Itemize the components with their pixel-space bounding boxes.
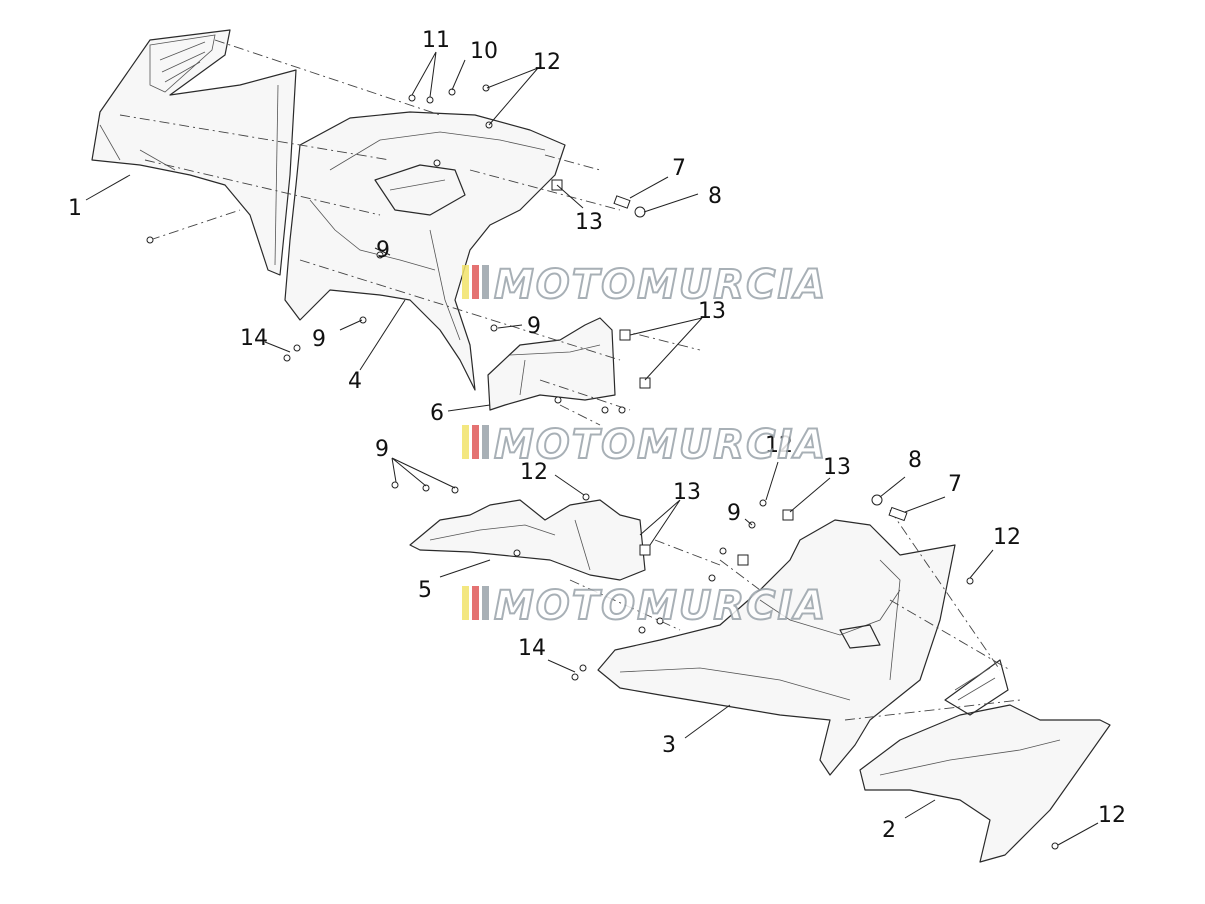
watermark-stripe-grey (482, 586, 489, 620)
callout-6: 6 (430, 401, 444, 426)
callout-12-b: 12 (520, 460, 548, 485)
callout-7-upper: 7 (672, 156, 686, 181)
watermark-stripe-grey (482, 265, 489, 299)
assembly-centre-lines (119, 39, 1021, 721)
callout-2: 2 (882, 818, 896, 843)
callout-9-b: 9 (312, 327, 326, 352)
callout-4: 4 (348, 369, 362, 394)
callout-9-d: 9 (375, 437, 389, 462)
watermark-stripe-yellow (462, 265, 469, 299)
callout-5: 5 (418, 578, 432, 603)
callout-12-d: 12 (993, 525, 1021, 550)
watermark-1: MOTOMURCIA (462, 261, 827, 309)
callout-12-e: 12 (1098, 803, 1126, 828)
watermark-stripe-red (472, 586, 479, 620)
callout-9-a: 9 (376, 238, 390, 263)
callout-7-lower: 7 (948, 472, 962, 497)
watermark-2: MOTOMURCIA (462, 421, 827, 469)
callout-13-c: 13 (823, 455, 851, 480)
leader-lines (85, 51, 1099, 846)
callout-11: 11 (422, 28, 450, 53)
part-6-inner-panel (487, 317, 616, 411)
callout-13-b: 13 (698, 299, 726, 324)
callout-1: 1 (68, 196, 82, 221)
watermark-stripe-yellow (462, 425, 469, 459)
watermark-text: MOTOMURCIA (494, 583, 827, 629)
callout-14-a: 14 (240, 326, 268, 351)
callout-12-a: 12 (533, 50, 561, 75)
callout-8-upper: 8 (708, 184, 722, 209)
callout-8-lower: 8 (908, 448, 922, 473)
watermark-text: MOTOMURCIA (494, 422, 827, 468)
callout-13-d: 13 (673, 480, 701, 505)
part-2-side-panel (859, 659, 1111, 863)
callout-10: 10 (470, 39, 498, 64)
watermark-stripe-red (472, 425, 479, 459)
watermark-3: MOTOMURCIA (462, 582, 827, 630)
watermark-text: MOTOMURCIA (494, 262, 827, 308)
watermark-stripe-grey (482, 425, 489, 459)
callout-12-c: 12 (765, 433, 793, 458)
part-5-lower-bracket (409, 499, 646, 581)
part-1-upper-left-fairing (91, 29, 297, 276)
callout-13-a: 13 (575, 210, 603, 235)
watermark-stripe-yellow (462, 586, 469, 620)
callout-labels: 1 2 3 4 5 6 7 7 8 8 9 9 9 9 9 10 11 12 1… (68, 28, 1126, 843)
callout-9-e: 9 (727, 501, 741, 526)
callout-14-b: 14 (518, 636, 546, 661)
callout-9-c: 9 (527, 314, 541, 339)
callout-3: 3 (662, 733, 676, 758)
part-3-lower-fairing (597, 519, 956, 776)
part-4-front-fairing (284, 111, 566, 391)
watermark-stripe-red (472, 265, 479, 299)
